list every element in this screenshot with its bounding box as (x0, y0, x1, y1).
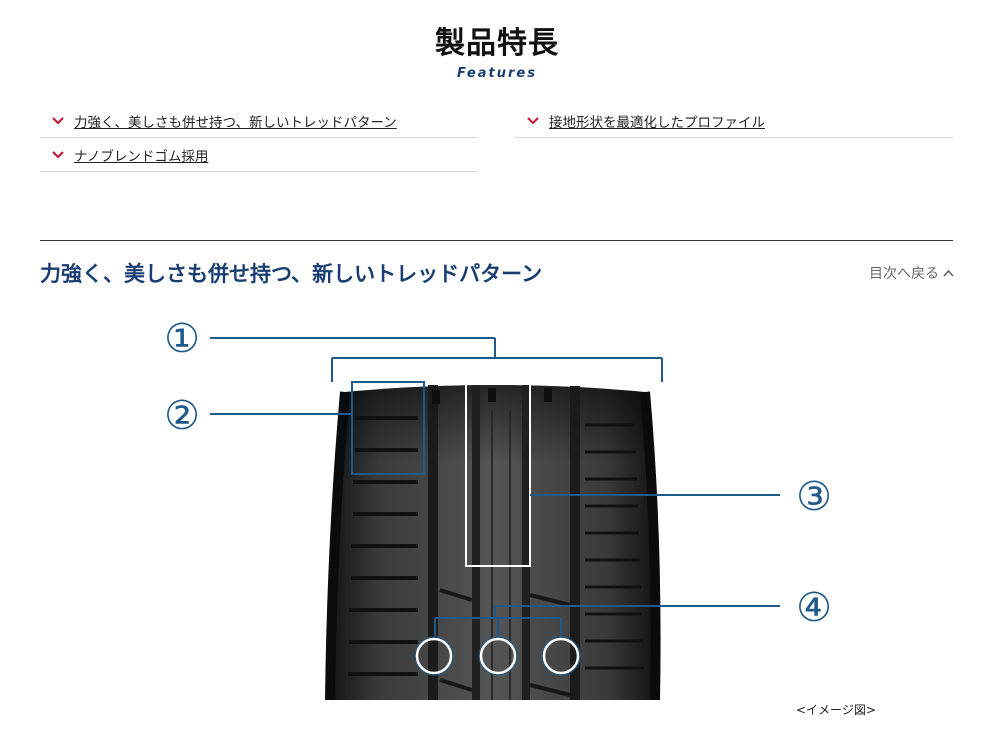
section-divider (40, 240, 953, 241)
toc-item-tread-pattern[interactable]: 力強く、美しさも併せ持つ、新しいトレッドパターン (40, 104, 478, 138)
section-heading: 力強く、美しさも併せ持つ、新しいトレッドパターン (40, 262, 543, 286)
chevron-down-icon (52, 148, 66, 162)
tire-body (325, 384, 661, 700)
toc-item-label[interactable]: 力強く、美しさも併せ持つ、新しいトレッドパターン (74, 114, 397, 131)
callout-4-circles (415, 637, 580, 675)
callout-number-4: ④ (796, 585, 832, 631)
toc-item-profile[interactable]: 接地形状を最適化したプロファイル (515, 104, 953, 138)
callout-number-3: ③ (796, 474, 832, 520)
chevron-down-icon (52, 114, 66, 128)
page-subtitle: Features (457, 66, 537, 81)
back-to-toc-link[interactable]: 目次へ戻る (869, 263, 954, 283)
callout-number-1: ① (164, 316, 200, 362)
chevron-up-icon (943, 269, 954, 277)
toc-item-nanoblend-rubber[interactable]: ナノブレンドゴム採用 (40, 138, 478, 172)
page-title: 製品特長 (435, 26, 559, 61)
image-caption: <イメージ図> (796, 703, 876, 717)
callout-number-2: ② (164, 393, 200, 439)
callout-4-leader (434, 605, 780, 636)
callout-2-shoulder-box (210, 381, 425, 475)
callout-1-bracket (210, 337, 663, 382)
chevron-down-icon (527, 114, 541, 128)
callout-3-center-rib-box (465, 383, 531, 567)
toc-item-label[interactable]: ナノブレンドゴム採用 (74, 148, 209, 165)
toc-item-label[interactable]: 接地形状を最適化したプロファイル (549, 114, 765, 131)
back-to-toc-label[interactable]: 目次へ戻る (869, 266, 939, 282)
tire-tread-illustration: ① ② ③ ④ (164, 316, 832, 700)
